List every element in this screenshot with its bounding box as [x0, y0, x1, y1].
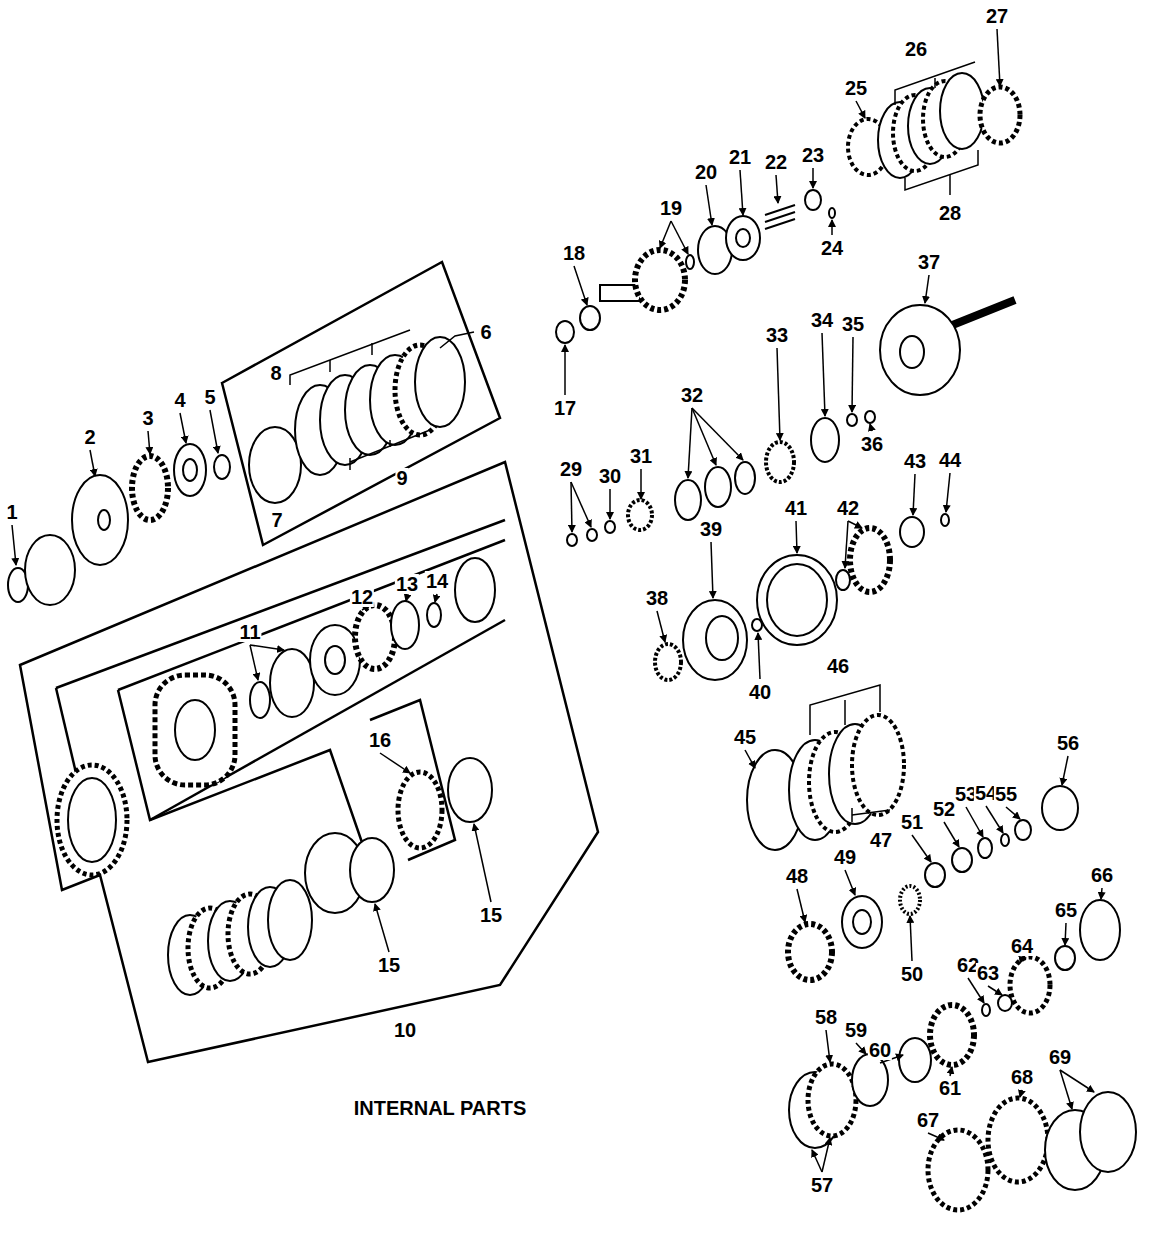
callout-number: 18 [562, 243, 586, 263]
callout-number: 67 [916, 1110, 940, 1130]
callout-number: 68 [1010, 1067, 1034, 1087]
callout-number: 28 [938, 203, 962, 223]
callout-number: 42 [836, 498, 860, 518]
callout-number: 43 [903, 451, 927, 471]
callout-number: 46 [826, 656, 850, 676]
callout-number: 45 [733, 727, 757, 747]
callout-number: 58 [814, 1007, 838, 1027]
leader-lines [12, 29, 1102, 1172]
callout-number: 31 [629, 446, 653, 466]
callout-number: 63 [976, 963, 1000, 983]
callout-number: 34 [810, 310, 834, 330]
callout-number: 33 [765, 325, 789, 345]
callout-number: 52 [932, 799, 956, 819]
callout-number: 40 [748, 682, 772, 702]
callout-number: 17 [553, 398, 577, 418]
callout-number: 24 [820, 238, 844, 258]
callout-number: 39 [699, 519, 723, 539]
callout-number: 44 [938, 450, 962, 470]
callout-number: 6 [479, 322, 492, 342]
callout-number: 65 [1054, 900, 1078, 920]
callout-number: 50 [900, 964, 924, 984]
callout-number: 13 [395, 574, 419, 594]
callout-number: 27 [985, 6, 1009, 26]
callout-number: 14 [425, 571, 449, 591]
callout-number: 66 [1090, 865, 1114, 885]
callout-number: 60 [868, 1040, 892, 1060]
callout-number: 23 [801, 145, 825, 165]
callout-number: 9 [395, 468, 408, 488]
callout-number: 19 [659, 198, 683, 218]
callout-number: 49 [833, 847, 857, 867]
callout-number: 59 [844, 1020, 868, 1040]
callout-number: 47 [869, 830, 893, 850]
callout-number: 51 [900, 812, 924, 832]
group-outlines [20, 262, 598, 1062]
callout-number: 64 [1010, 936, 1034, 956]
callout-number: 21 [728, 147, 752, 167]
callout-number: 2 [83, 427, 96, 447]
callout-number: 35 [841, 314, 865, 334]
part-shapes [8, 73, 1136, 1210]
callout-number: 48 [785, 866, 809, 886]
callout-number: 15 [377, 955, 401, 975]
callout-number: 16 [368, 730, 392, 750]
callout-number: 8 [269, 363, 282, 383]
bracket-lines [290, 62, 978, 822]
callout-number: 25 [844, 78, 868, 98]
callout-number: 11 [238, 622, 261, 642]
callout-number: 10 [393, 1020, 417, 1040]
callout-number: 56 [1056, 733, 1080, 753]
callout-number: 29 [559, 459, 583, 479]
callout-number: 26 [904, 39, 928, 59]
callout-number: 32 [680, 385, 704, 405]
callout-number: 5 [203, 387, 216, 407]
callout-number: 20 [694, 162, 718, 182]
callout-number: 4 [173, 390, 186, 410]
callout-number: 69 [1048, 1047, 1072, 1067]
callout-number: 61 [938, 1078, 962, 1098]
callout-number: 55 [994, 784, 1018, 804]
callout-number: 41 [784, 498, 808, 518]
callout-number: 1 [5, 502, 18, 522]
callout-number: 37 [917, 252, 941, 272]
callout-number: 38 [645, 588, 669, 608]
callout-number: 30 [598, 466, 622, 486]
callout-number: 22 [764, 152, 788, 172]
callout-number: 12 [350, 587, 374, 607]
callout-number: 57 [810, 1175, 834, 1195]
callout-number: 3 [141, 408, 154, 428]
callout-number: 36 [860, 434, 884, 454]
diagram-title: INTERNAL PARTS [354, 1097, 527, 1119]
callout-number: 15 [479, 905, 503, 925]
callout-number: 7 [270, 510, 283, 530]
